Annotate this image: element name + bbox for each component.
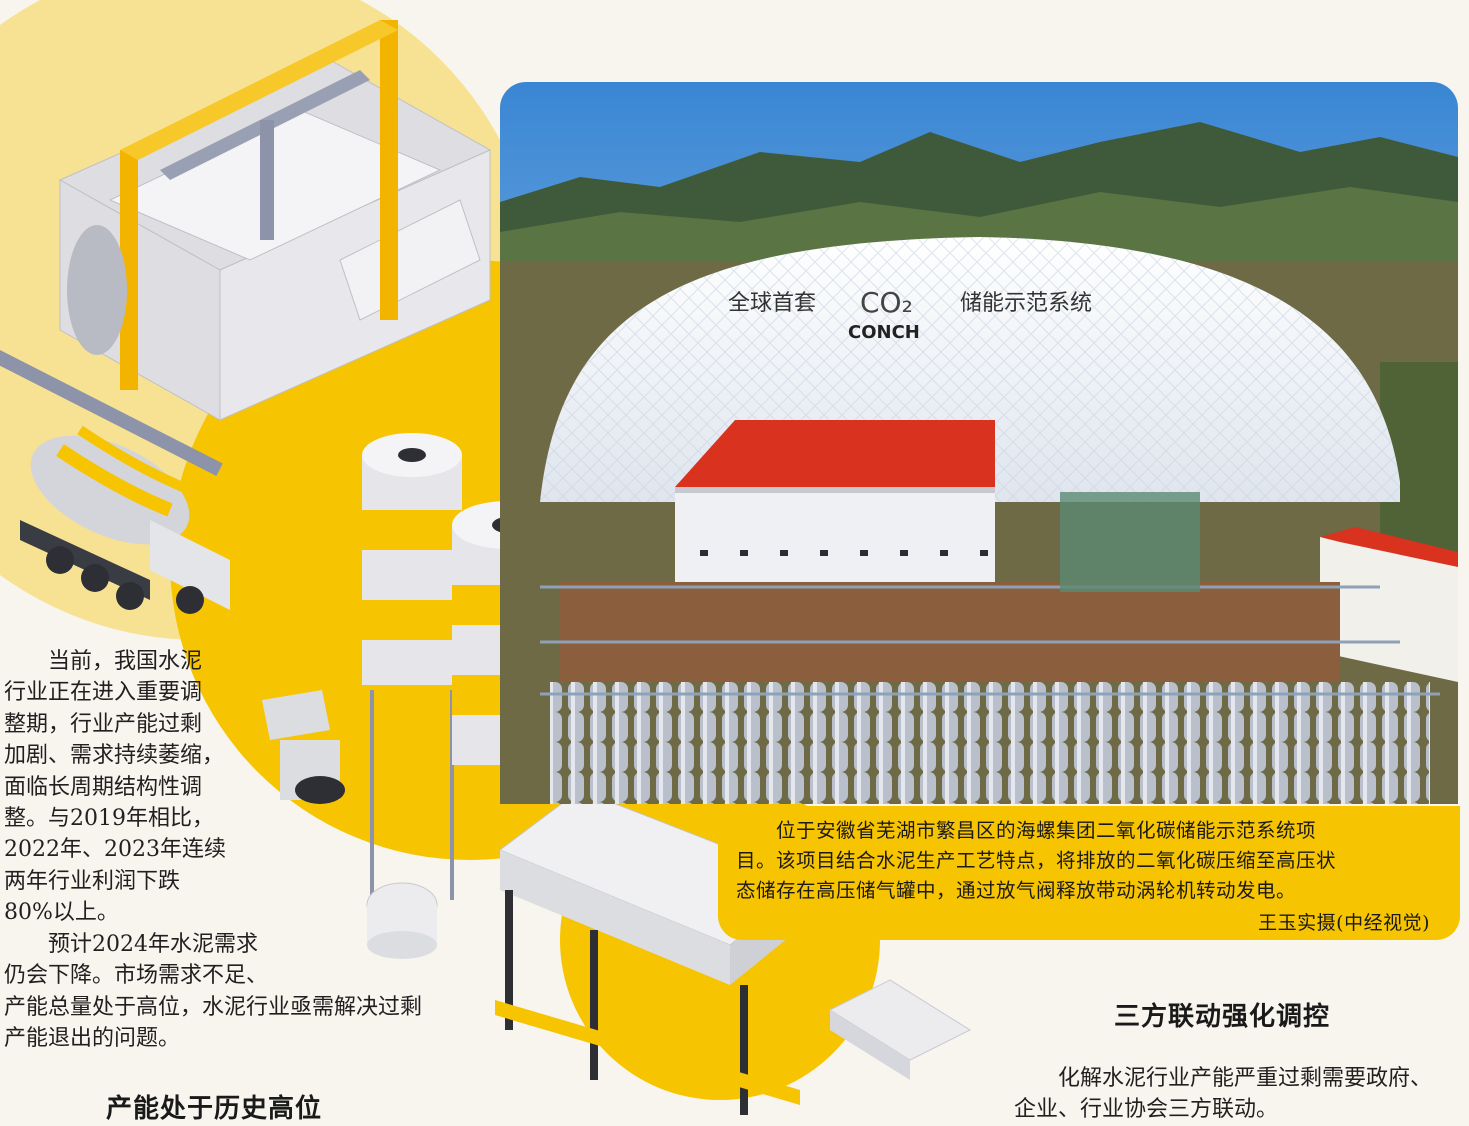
concrete-ring-illustration [366, 882, 438, 959]
text-line: 仍会下降。市场需求不足、 [4, 963, 269, 989]
photo-credit: 王玉实摄(中经视觉) [1258, 912, 1430, 934]
text-line: 面临长周期结构性调 [4, 774, 203, 800]
stone-block-illustration [828, 979, 972, 1080]
text-line: 加剧、需求持续萎缩， [4, 743, 225, 769]
text-line: 行业正在进入重要调 [4, 680, 203, 706]
text-line: 2022年、2023年连续 [4, 837, 226, 863]
text-line: 产能总量处于高位，水泥行业亟需解决过剩 [4, 994, 423, 1020]
text-line: 整期，行业产能过剩 [4, 711, 203, 737]
dome-subtitle-text: 储能示范系统 [960, 291, 1092, 316]
text-line: 整。与2019年相比， [4, 806, 214, 832]
caption-line-1: 位于安徽省芜湖市繁昌区的海螺集团二氧化碳储能示范系统项 [776, 819, 1317, 842]
text-line: 两年行业利润下跌 [4, 868, 181, 894]
photo-caption: 位于安徽省芜湖市繁昌区的海螺集团二氧化碳储能示范系统项 目。该项目结合水泥生产工… [718, 806, 1460, 940]
caption-line-2: 目。该项目结合水泥生产工艺特点，将排放的二氧化碳压缩至高压状 [736, 849, 1337, 872]
dome-title-text: 全球首套 [728, 291, 816, 316]
dome-co2-text: CO₂ [860, 286, 913, 319]
left-paragraph-2: 预计2024年水泥需求 仍会下降。市场需求不足、 产能总量处于高位，水泥行业亟需… [4, 929, 422, 1055]
text-line: 80%以上。 [4, 900, 119, 926]
text-line: 化解水泥行业产能严重过剩需要政府、 [1014, 1066, 1433, 1091]
heading-tripartite-control: 三方联动强化调控 [1114, 1002, 1331, 1032]
text-line: 预计2024年水泥需求 [4, 932, 258, 957]
gantry-crane-illustration [67, 20, 398, 390]
text-line: 企业、行业协会三方联动。 [1014, 1097, 1279, 1123]
dome-brand-text: CONCH [848, 322, 920, 343]
mixer-truck-illustration [20, 425, 230, 614]
caption-line-3: 态储存在高压储气罐中，通过放气阀释放带动涡轮机转动发电。 [736, 879, 1297, 902]
rail-illustration [0, 350, 223, 476]
text-line: 产能退出的问题。 [4, 1026, 181, 1052]
left-paragraph-1: 当前，我国水泥 行业正在进入重要调 整期，行业产能过剩 加剧、需求持续萎缩， 面… [4, 646, 226, 929]
heading-capacity-high: 产能处于历史高位 [106, 1094, 323, 1124]
hopper-illustration [262, 690, 345, 804]
right-paragraph: 化解水泥行业产能严重过剩需要政府、 企业、行业协会三方联动。 [1014, 1063, 1432, 1126]
co2-storage-photo: 全球首套 CO₂ 储能示范系统 CONCH [500, 82, 1458, 804]
text-line: 当前，我国水泥 [4, 649, 203, 674]
